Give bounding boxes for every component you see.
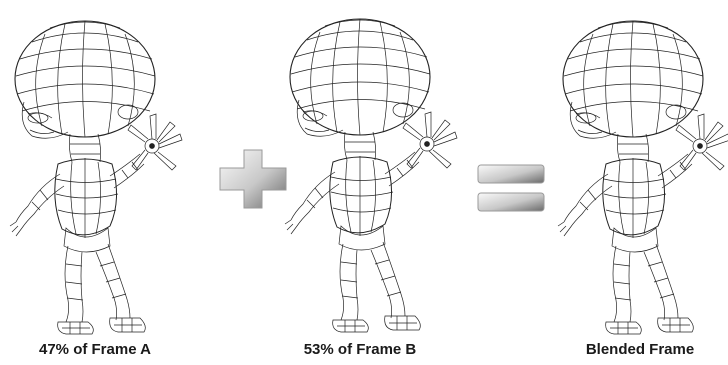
frame-b-figure bbox=[285, 19, 457, 332]
blended-frame-figure bbox=[558, 21, 728, 334]
equals-sign-icon bbox=[478, 165, 544, 211]
frame-a-caption: 47% of Frame A bbox=[10, 338, 180, 362]
frame-b-caption: 53% of Frame B bbox=[275, 338, 445, 362]
plus-sign-icon bbox=[220, 150, 286, 208]
frame-a-figure bbox=[10, 21, 182, 334]
blended-frame-caption: Blended Frame bbox=[560, 338, 720, 362]
